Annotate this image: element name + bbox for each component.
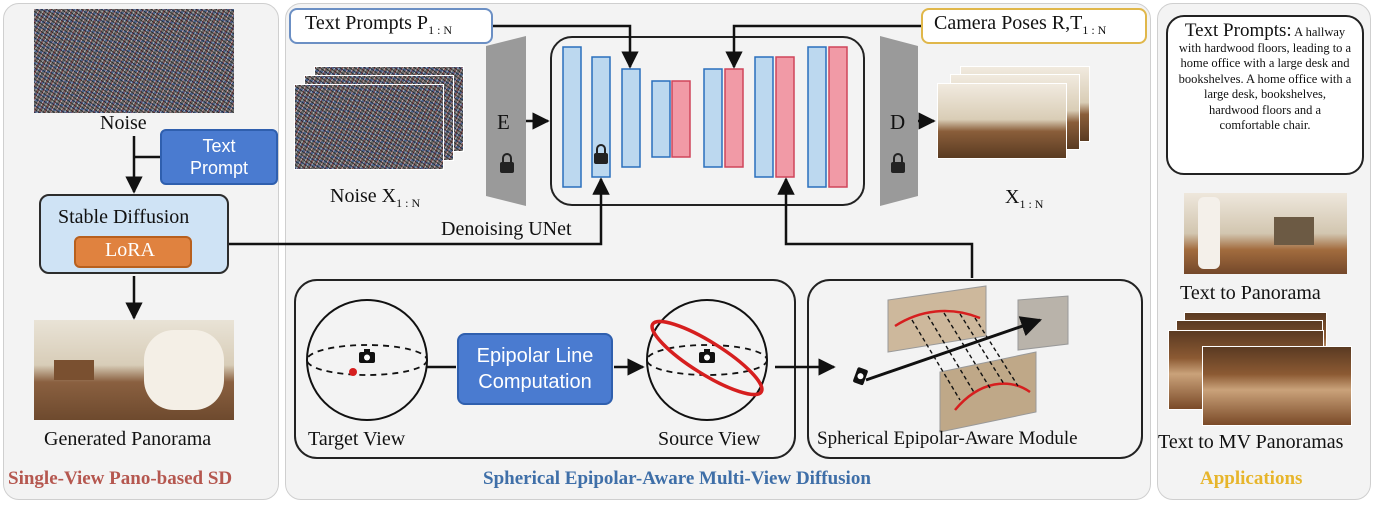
noise-x-text: Noise X bbox=[330, 185, 397, 207]
target-view-label: Target View bbox=[308, 428, 406, 450]
arrow-module-to-unet bbox=[777, 177, 974, 278]
noise-x-sub: 1 : N bbox=[396, 196, 421, 210]
text-to-panorama-label: Text to Panorama bbox=[1180, 282, 1321, 304]
arrow-text-prompts-to-unet bbox=[493, 24, 639, 69]
module-label: Spherical Epipolar-Aware Module bbox=[817, 428, 1078, 449]
unet-frame bbox=[550, 36, 865, 206]
unet-bar-5 bbox=[671, 80, 691, 158]
unet-bar-11 bbox=[828, 46, 848, 188]
output-x-sub: 1 : N bbox=[1019, 197, 1044, 211]
lock-icon-encoder bbox=[500, 153, 514, 173]
camera-icon-target bbox=[359, 349, 375, 363]
lock-icon-unet bbox=[594, 144, 608, 164]
camera-icon-module bbox=[853, 367, 868, 386]
left-panel-title: Single-View Pano-based SD bbox=[8, 468, 233, 489]
text-prompt-box: Text Prompt bbox=[160, 129, 278, 185]
unet-bar-8 bbox=[754, 56, 774, 178]
module-view-bottom bbox=[939, 351, 1037, 433]
target-sphere-equator bbox=[306, 344, 428, 376]
epipolar-curve bbox=[650, 319, 764, 397]
epipolar-line-computation-box: Epipolar Line Computation bbox=[457, 333, 613, 405]
text-prompts-label: Text Prompts P1 : N bbox=[305, 12, 452, 38]
unet-bar-10 bbox=[807, 46, 827, 188]
text-prompts-sub: 1 : N bbox=[428, 23, 453, 37]
prompt-title: Text Prompts: bbox=[1184, 20, 1292, 41]
lora-box bbox=[74, 236, 192, 268]
camera-poses-sub: 1 : N bbox=[1082, 23, 1107, 37]
epipolar-line-2: Computation bbox=[478, 371, 592, 393]
decoder-block bbox=[880, 36, 918, 206]
text-to-mv-panoramas-label: Text to MV Panoramas bbox=[1158, 431, 1344, 453]
epipolar-module-box bbox=[807, 279, 1143, 459]
text-prompt-line1: Text bbox=[202, 136, 236, 156]
unet-bar-6 bbox=[703, 68, 723, 168]
module-epipolar-bottom bbox=[954, 382, 1031, 411]
lora-label: LoRA bbox=[105, 239, 155, 261]
prompt-body: A hallway with hardwood floors, leading … bbox=[1178, 25, 1352, 132]
camera-icon-source bbox=[699, 349, 715, 363]
decoder-label: D bbox=[890, 110, 906, 134]
unet-bar-7 bbox=[724, 68, 744, 168]
module-dashed-arrows bbox=[911, 312, 1019, 401]
module-view-right bbox=[1017, 295, 1069, 351]
mv-pano-0 bbox=[1202, 346, 1352, 426]
unet-bar-3 bbox=[621, 68, 641, 168]
noise-stack-1 bbox=[294, 84, 444, 170]
noise-image bbox=[34, 9, 234, 113]
target-source-box bbox=[294, 279, 796, 459]
module-epipolar-top bbox=[894, 309, 981, 328]
output-x-label: X1 : N bbox=[1005, 186, 1043, 212]
encoder-block bbox=[486, 36, 526, 206]
encoder-label: E bbox=[497, 110, 510, 134]
epipolar-line-1: Epipolar Line bbox=[476, 345, 594, 367]
arrow-camera-to-unet bbox=[725, 24, 921, 69]
text-prompts-text: Text Prompts P bbox=[305, 12, 429, 34]
arrow-lora-to-unet bbox=[229, 177, 610, 246]
unet-bar-1 bbox=[562, 46, 582, 188]
camera-poses-box bbox=[921, 8, 1147, 44]
lock-icon-decoder bbox=[891, 153, 905, 173]
center-panel-title: Spherical Epipolar-Aware Multi-View Diff… bbox=[483, 468, 871, 489]
unet-bar-4 bbox=[651, 80, 671, 158]
source-view-label: Source View bbox=[658, 428, 761, 450]
output-x-text: X bbox=[1005, 186, 1020, 208]
output-pano-1 bbox=[937, 83, 1067, 159]
generated-panorama-label: Generated Panorama bbox=[44, 428, 212, 450]
text-prompts-box bbox=[289, 8, 493, 44]
unet-label: Denoising UNet bbox=[441, 218, 572, 240]
right-panel-title: Applications bbox=[1200, 468, 1303, 489]
generated-panorama-image bbox=[34, 320, 234, 420]
text-to-panorama-image bbox=[1184, 193, 1347, 274]
noise-label: Noise bbox=[100, 112, 147, 134]
camera-poses-label: Camera Poses R,T1 : N bbox=[934, 12, 1106, 38]
module-main-ray bbox=[865, 316, 1042, 382]
unet-bar-9 bbox=[775, 56, 795, 178]
module-view-top bbox=[887, 285, 987, 353]
target-point bbox=[349, 368, 357, 376]
source-sphere-equator bbox=[646, 344, 768, 376]
stable-diffusion-label: Stable Diffusion bbox=[58, 206, 190, 228]
noise-x-label: Noise X1 : N bbox=[330, 185, 420, 211]
text-prompt-line2: Prompt bbox=[189, 158, 249, 178]
prompt-card: Text Prompts: A hallway with hardwood fl… bbox=[1166, 15, 1364, 175]
camera-poses-text: Camera Poses R,T bbox=[934, 12, 1083, 34]
